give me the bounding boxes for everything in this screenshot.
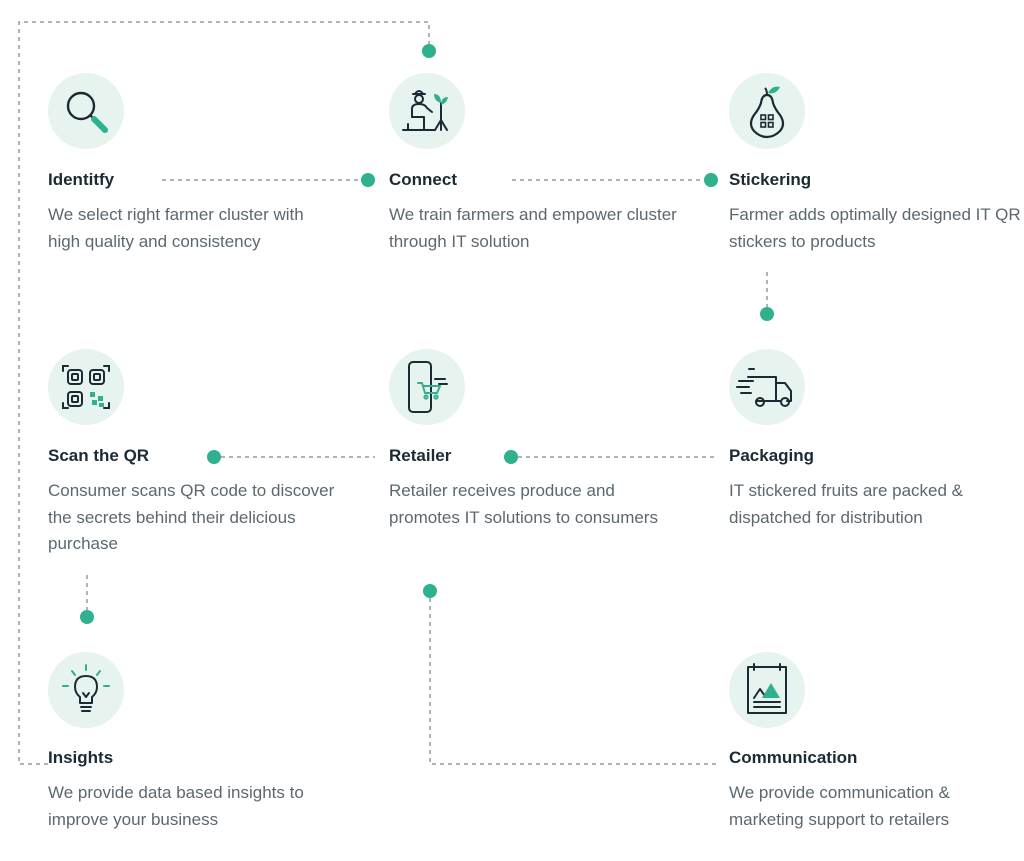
poster-icon (747, 663, 787, 714)
step-description: Farmer adds optimally designed IT QR sti… (729, 205, 1021, 251)
connector-dot (704, 173, 718, 187)
step-title: Connect (389, 170, 457, 189)
step-title: Communication (729, 748, 858, 767)
connector-dot (760, 307, 774, 321)
connector-dot (361, 173, 375, 187)
stickering-icon-circle (729, 73, 805, 149)
connector-dot (80, 610, 94, 624)
scan-icon-circle (48, 349, 124, 425)
connect-icon-circle (389, 73, 465, 149)
connector-dot (504, 450, 518, 464)
farmer-plant-icon (402, 90, 448, 131)
insights-icon-circle (48, 652, 124, 728)
connector-retailer-communication (429, 598, 718, 765)
lightbulb-icon (62, 664, 110, 712)
phone-cart-icon (408, 361, 448, 413)
identify-icon-circle (48, 73, 124, 149)
step-description: Retailer receives produce and promotes I… (389, 481, 658, 527)
step-description: We provide communication & marketing sup… (729, 783, 950, 829)
step-title: Retailer (389, 446, 452, 465)
step-description: IT stickered fruits are packed & dispatc… (729, 481, 964, 527)
connector-insights-to-connect (18, 21, 430, 765)
step-title: Stickering (729, 170, 812, 189)
step-title: Identitfy (48, 170, 115, 189)
retailer-icon-circle (389, 349, 465, 425)
communication-icon-circle (729, 652, 805, 728)
packaging-icon-circle (729, 349, 805, 425)
search-icon (66, 91, 108, 133)
step-description: We provide data based insights to improv… (48, 783, 304, 829)
step-description: We train farmers and empower cluster thr… (389, 205, 677, 251)
connector-dot (423, 584, 437, 598)
connector-dot (207, 450, 221, 464)
step-description: We select right farmer cluster with high… (48, 205, 304, 251)
step-title: Insights (48, 748, 114, 767)
connector-dot (422, 44, 436, 58)
pear-qr-icon (749, 86, 785, 139)
step-description: Consumer scans QR code to discover the s… (48, 481, 335, 553)
step-title: Packaging (729, 446, 815, 465)
delivery-truck-icon (736, 368, 792, 407)
step-title: Scan the QR (48, 446, 150, 465)
qr-scan-icon (62, 365, 110, 409)
